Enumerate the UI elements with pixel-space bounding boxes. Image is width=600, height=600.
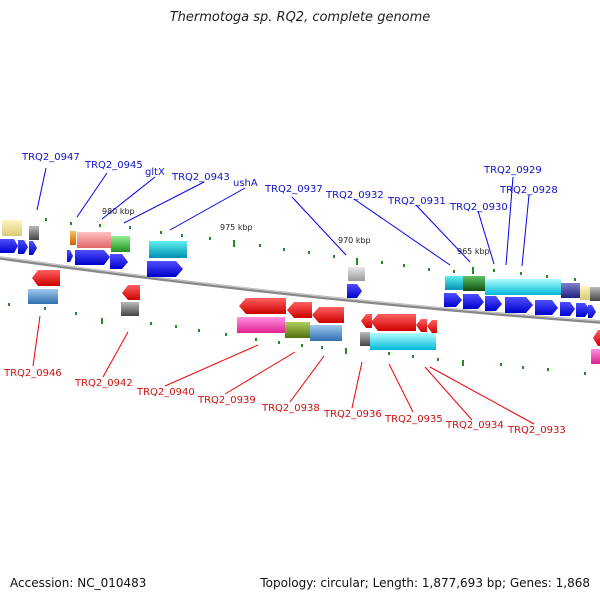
forward-gene-arrow[interactable]	[75, 250, 110, 265]
forward-gene-arrow[interactable]	[110, 254, 128, 269]
forward-features	[2, 220, 600, 301]
feature-box[interactable]	[591, 349, 600, 364]
forward-gene-arrow[interactable]	[560, 302, 575, 316]
reverse-features	[28, 289, 600, 364]
feature-box[interactable]	[590, 287, 600, 301]
genome-backbone	[0, 256, 600, 324]
forward-genes	[0, 239, 596, 318]
scale-label-980: 980 kbp	[102, 207, 135, 216]
reverse-gene-arrow[interactable]	[32, 270, 60, 286]
gene-label-forward[interactable]: TRQ2_0932	[325, 190, 384, 201]
gene-label-reverse[interactable]: TRQ2_0933	[507, 425, 566, 436]
reverse-genes	[32, 270, 600, 346]
reverse-gene-arrow[interactable]	[287, 302, 312, 318]
feature-box[interactable]	[370, 333, 436, 350]
feature-box[interactable]	[28, 289, 58, 304]
forward-gene-arrow[interactable]	[67, 250, 73, 262]
feature-box[interactable]	[121, 302, 139, 316]
gene-label-forward[interactable]: TRQ2_0945	[84, 160, 143, 171]
feature-box[interactable]	[285, 322, 310, 338]
reverse-gene-arrow[interactable]	[371, 314, 416, 331]
forward-gene-arrow[interactable]	[347, 284, 362, 298]
feature-box[interactable]	[360, 332, 370, 346]
gene-label-forward[interactable]: TRQ2_0947	[21, 152, 80, 163]
forward-gene-arrow[interactable]	[18, 240, 28, 254]
feature-box[interactable]	[463, 276, 485, 291]
forward-gene-arrow[interactable]	[588, 305, 596, 318]
forward-gene-arrow[interactable]	[444, 293, 462, 307]
feature-box[interactable]	[237, 317, 285, 333]
gene-label-reverse[interactable]: TRQ2_0946	[3, 368, 62, 379]
gene-label-reverse[interactable]: TRQ2_0940	[136, 387, 195, 398]
gene-label-reverse[interactable]: TRQ2_0938	[261, 403, 320, 414]
forward-gene-arrow[interactable]	[29, 241, 37, 255]
gene-label-forward[interactable]: ushA	[233, 178, 258, 189]
feature-box[interactable]	[580, 286, 590, 300]
feature-box[interactable]	[310, 325, 342, 341]
feature-box[interactable]	[445, 276, 463, 290]
feature-box[interactable]	[485, 279, 561, 295]
scale-label-965: 965 kbp	[457, 247, 490, 256]
reverse-gene-arrow[interactable]	[427, 320, 437, 333]
forward-gene-arrow[interactable]	[535, 300, 558, 315]
gene-label-forward[interactable]: TRQ2_0943	[171, 172, 230, 183]
topology-text: Topology: circular; Length: 1,877,693 bp…	[260, 576, 590, 590]
gene-label-reverse[interactable]: TRQ2_0936	[323, 409, 382, 420]
outer-ticks	[45, 218, 576, 281]
forward-gene-arrow[interactable]	[0, 239, 18, 253]
gene-label-forward[interactable]: TRQ2_0937	[264, 184, 323, 195]
feature-box[interactable]	[111, 236, 130, 252]
forward-gene-arrow[interactable]	[463, 294, 484, 309]
accession-text: Accession: NC_010483	[10, 576, 147, 590]
feature-box[interactable]	[2, 220, 22, 236]
forward-leaders	[36, 167, 530, 267]
gene-label-reverse[interactable]: TRQ2_0942	[74, 378, 133, 389]
gene-label-reverse[interactable]: TRQ2_0934	[445, 420, 504, 431]
forward-gene-arrow[interactable]	[505, 297, 533, 313]
gene-label-reverse[interactable]: TRQ2_0935	[384, 414, 443, 425]
gene-label-forward[interactable]: TRQ2_0928	[499, 185, 558, 196]
genome-backbone-highlight	[0, 256, 600, 322]
feature-box[interactable]	[561, 283, 580, 298]
feature-box[interactable]	[70, 231, 76, 245]
scale-label-975: 975 kbp	[220, 223, 253, 232]
forward-gene-arrow[interactable]	[576, 303, 590, 317]
reverse-gene-arrow[interactable]	[239, 298, 286, 314]
feature-box[interactable]	[149, 241, 187, 258]
gene-label-forward[interactable]: gltX	[145, 167, 165, 178]
feature-box[interactable]	[77, 232, 111, 248]
forward-gene-arrow[interactable]	[485, 296, 502, 311]
map-title: Thermotoga sp. RQ2, complete genome	[169, 10, 431, 25]
reverse-gene-arrow[interactable]	[122, 285, 140, 300]
scale-label-970: 970 kbp	[338, 236, 371, 245]
inner-ticks	[8, 303, 586, 375]
reverse-gene-arrow[interactable]	[361, 314, 372, 328]
feature-box[interactable]	[348, 267, 365, 281]
feature-box[interactable]	[29, 226, 39, 240]
gene-label-forward[interactable]: TRQ2_0931	[387, 196, 446, 207]
reverse-leaders	[32, 315, 535, 425]
forward-gene-arrow[interactable]	[147, 261, 183, 277]
gene-label-reverse[interactable]: TRQ2_0939	[197, 395, 256, 406]
reverse-gene-arrow[interactable]	[416, 319, 427, 332]
gene-label-forward[interactable]: TRQ2_0929	[483, 165, 542, 176]
reverse-gene-arrow[interactable]	[312, 307, 344, 323]
gene-label-forward[interactable]: TRQ2_0930	[449, 202, 508, 213]
reverse-gene-arrow[interactable]	[593, 330, 600, 346]
